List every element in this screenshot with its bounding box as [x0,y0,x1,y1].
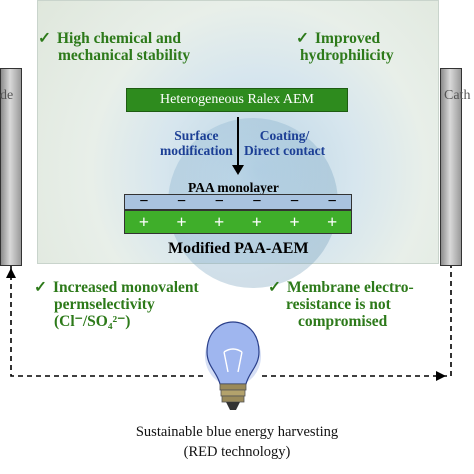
negative-charge: − [327,193,337,210]
resistance-line3: compromised [298,313,388,330]
resistance-line1: Membrane electro- [287,279,414,296]
resistance-line2: resistance is not [286,296,391,313]
caption: Sustainable blue energy harvesting (RED … [0,422,474,462]
right-arrow-icon [436,371,446,381]
permselectivity-line2: permselectivity [54,296,155,313]
process-right-line1: Coating/ [259,128,310,143]
process-left-line1: Surface [174,128,219,143]
right-electrode-label: Cath [444,88,471,103]
positive-charge: + [326,211,338,232]
permselectivity-line3: (Cl⁻/SO₄²⁻) [54,313,131,330]
stability-text: ✓ High chemical and mechanical stability [38,30,190,64]
check-icon: ✓ [296,30,309,47]
negative-charge: − [176,193,187,210]
down-arrow-icon [232,117,244,175]
up-arrow-icon [6,268,16,278]
stability-line2: mechanical stability [58,47,191,64]
process-right-line2: Direct contact [244,143,326,158]
positive-charge: + [138,211,149,232]
paa-layer: − − − − − − [124,193,352,210]
caption-line1: Sustainable blue energy harvesting [135,424,339,440]
negative-charge: − [252,193,262,210]
light-bulb-icon [205,321,261,410]
hydrophilicity-text: ✓ Improved hydrophilicity [296,30,394,64]
surface-modification-label: Surface modification [160,128,233,158]
positive-charge: + [251,211,262,232]
aem-box: Heterogeneous Ralex AEM [126,88,348,112]
hydrophilicity-line2: hydrophilicity [300,47,394,64]
negative-charge: − [139,193,149,210]
check-icon: ✓ [34,279,47,296]
check-icon: ✓ [38,30,51,47]
positive-charge: + [289,211,300,232]
stability-line1: High chemical and [57,30,182,47]
right-circuit-wire [262,266,452,377]
paa-monolayer-label: PAA monolayer [188,180,279,195]
positive-charge: + [176,211,187,232]
permselectivity-line1: Increased monovalent [53,279,199,296]
hydrophilicity-line1: Improved [315,30,381,47]
aem-layer: + + + + + + [124,210,352,234]
caption-line2: (RED technology) [183,444,291,460]
modified-paa-aem-label: Modified PAA-AEM [168,240,309,257]
left-electrode-label: de [0,88,14,103]
negative-charge: − [289,193,300,210]
right-electrode [440,68,462,266]
resistance-text: ✓ Membrane electro- resistance is not com… [268,279,414,330]
positive-charge: + [214,211,225,232]
left-circuit-wire [10,266,205,377]
process-left-line2: modification [160,143,233,158]
coating-label: Coating/ Direct contact [244,128,325,158]
left-electrode [0,68,22,266]
check-icon: ✓ [268,279,281,296]
permselectivity-text: ✓ Increased monovalent permselectivity (C… [34,279,199,330]
negative-charge: − [214,193,224,210]
